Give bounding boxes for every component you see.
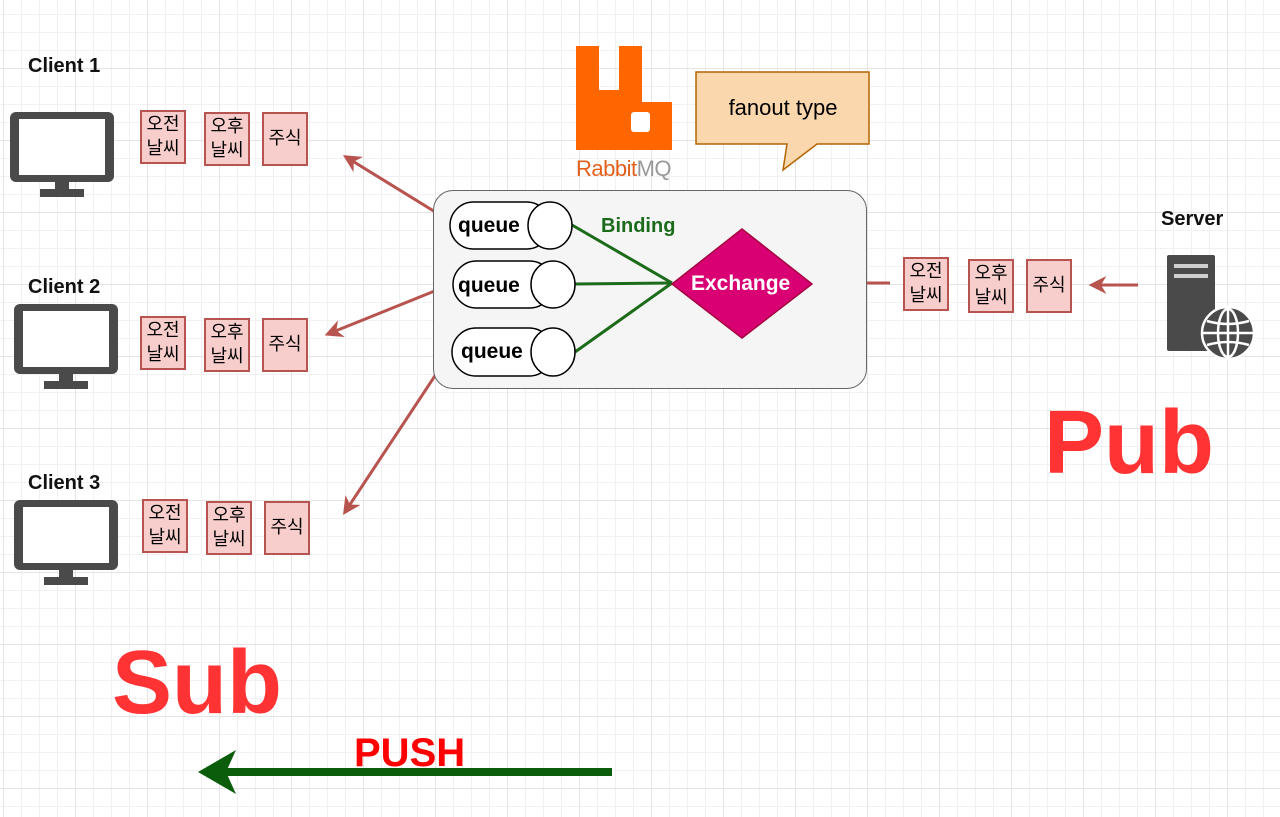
callout-text: fanout type [728, 95, 838, 120]
queue-1 [449, 201, 573, 250]
arrow-queue2-to-client2 [324, 282, 453, 337]
binding-label: Binding [601, 215, 676, 237]
client-3-message-stocks: 주식 [264, 501, 310, 555]
server-message-pm-weather: 오후 날씨 [968, 259, 1014, 313]
queue-3-label: queue [461, 340, 523, 363]
client-1-message-stocks: 주식 [262, 112, 308, 166]
monitor-icon [14, 304, 118, 389]
push-label: PUSH [354, 731, 466, 775]
client-2-label: Client 2 [28, 276, 101, 298]
broker-diagram [449, 201, 814, 377]
exchange-diamond [670, 228, 814, 339]
exchange-label: Exchange [691, 272, 791, 295]
queue-3 [451, 327, 576, 377]
server-message-stocks: 주식 [1026, 259, 1072, 313]
monitor-icon [14, 500, 118, 585]
callout-bubble [695, 71, 870, 172]
client-3-label: Client 3 [28, 472, 101, 494]
monitor-icon [10, 112, 114, 197]
client-3-message-pm-weather: 오후 날씨 [206, 501, 252, 555]
client-1-message-am-weather: 오전 날씨 [140, 110, 186, 164]
client-1-label: Client 1 [28, 55, 101, 77]
client-1-message-pm-weather: 오후 날씨 [204, 112, 250, 166]
pub-label: Pub [1044, 393, 1214, 493]
server-label: Server [1161, 208, 1224, 230]
sub-label: Sub [112, 633, 282, 733]
client-2-message-pm-weather: 오후 날씨 [204, 318, 250, 372]
server-message-am-weather: 오전 날씨 [903, 257, 949, 311]
globe-icon [1200, 305, 1256, 361]
client-2-message-stocks: 주식 [262, 318, 308, 372]
client-2-message-am-weather: 오전 날씨 [140, 316, 186, 370]
queue-2-label: queue [458, 274, 520, 297]
rabbitmq-logo-text: RabbitMQ [576, 156, 672, 181]
rabbitmq-logo-icon [576, 46, 672, 150]
queue-2 [452, 260, 576, 309]
binding-line-2 [574, 281, 673, 286]
push-arrow-head [198, 750, 236, 794]
binding-line-1 [571, 223, 673, 285]
queue-1-label: queue [458, 214, 520, 237]
client-3-message-am-weather: 오전 날씨 [142, 499, 188, 553]
binding-line-3 [574, 281, 673, 354]
